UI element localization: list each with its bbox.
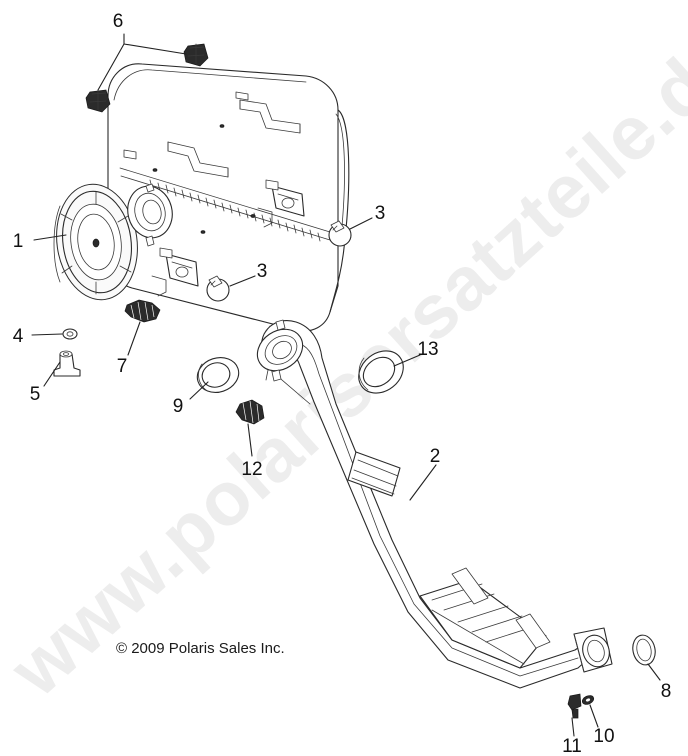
part-clip-nut-lower: [85, 89, 111, 113]
muffler-end-cap: [53, 183, 138, 301]
pipe-joint-upper: [347, 451, 401, 497]
muffler-mount-bracket-right: [257, 179, 305, 228]
part-exhaust-pipe: [256, 319, 613, 689]
part-bolt: [567, 693, 582, 719]
part-seal-ring: [196, 357, 240, 393]
pipe-head-flange: [256, 319, 304, 382]
callout-5: 5: [30, 384, 41, 405]
muffler-mount-bracket-left: [151, 247, 199, 297]
part-isolator-mount-lower: [206, 275, 230, 302]
callout-3-upper: 3: [375, 203, 386, 224]
callout-4: 4: [13, 326, 24, 347]
part-spacer-bushing: [53, 350, 81, 377]
pipe-end-flange: [573, 627, 613, 673]
callout-1: 1: [13, 231, 24, 252]
callout-11: 11: [562, 736, 582, 756]
part-clip-nut-upper: [183, 43, 209, 67]
callout-6: 6: [113, 11, 124, 32]
muffler-inlet-collar: [127, 183, 173, 247]
callout-numbers: 1 2 3 3 4 5 6 7 8 9 10 11 12 13: [13, 11, 672, 756]
part-spring-hook: [235, 399, 265, 425]
part-spring-clamp: [124, 299, 161, 323]
callout-2: 2: [430, 446, 441, 467]
heatshield-bracket-lower: [167, 141, 229, 178]
part-muffler-body: [53, 63, 350, 332]
copyright-notice: © 2009 Polaris Sales Inc.: [116, 640, 285, 657]
leader-lines: [31, 33, 661, 737]
part-washer: [581, 695, 595, 705]
seam-hatch: [149, 179, 321, 242]
part-nut: [62, 328, 78, 340]
part-exhaust-gasket-oring: [632, 634, 656, 666]
watermark-text: www.polarisersatzteile.de: [0, 13, 688, 713]
callout-10: 10: [593, 726, 614, 747]
callout-7: 7: [117, 356, 128, 377]
heatshield-bracket-upper: [239, 99, 301, 134]
part-isolator-mount-upper: [328, 220, 352, 247]
callout-9: 9: [173, 396, 184, 417]
callout-13: 13: [417, 339, 438, 360]
part-pipe-seal-gasket: [358, 350, 404, 394]
watermark: www.polarisersatzteile.de: [0, 13, 688, 713]
callout-8: 8: [661, 681, 672, 702]
callout-3-lower: 3: [257, 261, 268, 282]
callout-12: 12: [241, 459, 262, 480]
